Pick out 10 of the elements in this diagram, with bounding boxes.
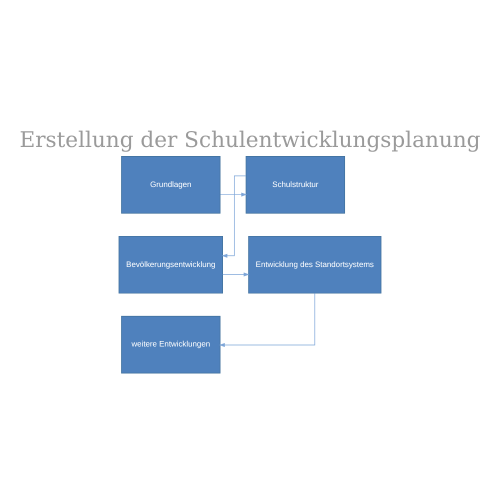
- arrow: [222, 272, 250, 276]
- node-box: Schulstruktur: [246, 156, 346, 214]
- node-box: Grundlagen: [121, 156, 220, 214]
- node-box: Entwicklung des Standortsystems: [248, 236, 382, 294]
- arrow: [222, 175, 246, 258]
- diagram-title: Erstellung der Schulentwicklungsplanung: [19, 128, 481, 154]
- arrow: [220, 192, 248, 197]
- node-box: weitere Entwicklungen: [121, 316, 220, 374]
- node-box: Bevölkerungsentwicklung: [118, 236, 223, 294]
- arrow: [219, 292, 316, 348]
